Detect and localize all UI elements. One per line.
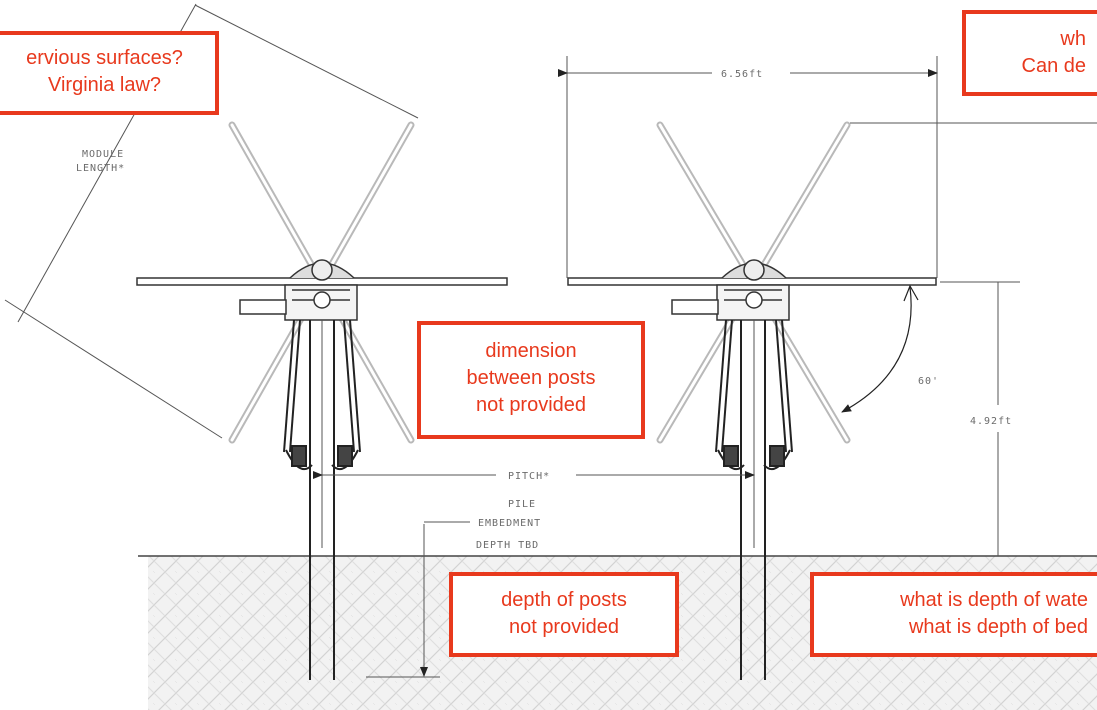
module-length-label-1: MODULE: [82, 149, 124, 160]
right-tracker-post: [715, 319, 793, 680]
height-label: 4.92ft: [970, 416, 1012, 427]
left-tracker-hub: [239, 259, 358, 321]
module-length-label-2: LENGTH*: [76, 163, 125, 174]
left-tracker-post: [283, 319, 361, 680]
module-width-label: 6.56ft: [721, 69, 763, 80]
callout-depth-posts-line1: depth of posts: [501, 589, 627, 611]
callout-water-line2: what is depth of bed: [908, 616, 1088, 638]
callout-dimension-line3: not provided: [475, 394, 587, 416]
callout-top-right-line2: Can de: [1021, 55, 1087, 77]
pile-label-3: DEPTH TBD: [476, 540, 539, 551]
callout-depth-posts-line2: not provided: [508, 616, 620, 638]
pitch-dimension: [313, 320, 755, 548]
callout-impervious-surfaces: ervious surfaces? Virginia law?: [0, 31, 219, 115]
right-tracker: [567, 121, 937, 680]
module-width-dimension: [558, 56, 938, 278]
tilt-angle-arc: [841, 286, 912, 413]
height-dimension: [850, 122, 1097, 556]
callout-dimension-line1: dimension: [485, 340, 577, 362]
callout-water-line1: what is depth of wate: [900, 589, 1088, 611]
pitch-label: PITCH*: [508, 471, 550, 482]
callout-impervious-line1: ervious surfaces?: [26, 47, 183, 69]
callout-depth-of-water: what is depth of wate what is depth of b…: [810, 572, 1097, 657]
callout-impervious-line2: Virginia law?: [47, 74, 162, 96]
pile-label-1: PILE: [508, 499, 536, 510]
callout-dimension-between-posts: dimension between posts not provided: [417, 321, 645, 439]
left-tracker: [136, 121, 508, 680]
callout-dimension-line2: between posts: [466, 367, 596, 389]
callout-top-right-line1: wh: [1060, 28, 1086, 50]
pile-label-2: EMBEDMENT: [478, 518, 541, 529]
pile-embedment-dimension: [366, 521, 470, 678]
callout-depth-of-posts: depth of posts not provided: [449, 572, 679, 657]
right-tracker-hub: [671, 259, 790, 321]
tilt-angle-label: 60': [918, 376, 939, 387]
callout-top-right: wh Can de: [962, 10, 1097, 96]
